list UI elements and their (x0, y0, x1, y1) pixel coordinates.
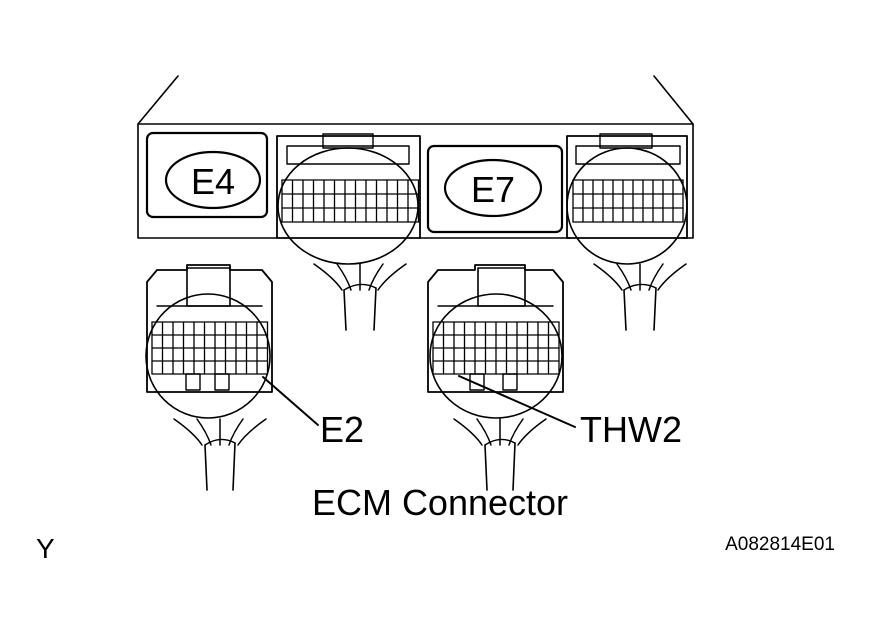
wire-strand (648, 263, 664, 291)
e4-label-plate: E4 (145, 131, 269, 219)
wire-strand (336, 263, 352, 291)
wire-strand (368, 263, 384, 291)
wire-strand (508, 418, 524, 446)
wire-strand (313, 263, 343, 291)
ecm-socket-left (276, 133, 421, 331)
harness-side (232, 442, 236, 491)
connector-label-e7: E7 (471, 169, 515, 210)
key-notch (502, 373, 518, 391)
figure-code: A082814E01 (725, 534, 835, 555)
harness-side (373, 287, 377, 331)
e2-leader-line (262, 376, 319, 426)
wire-strand (476, 418, 492, 446)
wire-harness (453, 418, 547, 491)
wire-harness (313, 263, 407, 331)
harness-side (512, 442, 516, 491)
wire-strand (593, 263, 623, 291)
wire-strand (616, 263, 632, 291)
pin-grid (572, 179, 684, 223)
thw2-leader-line (458, 375, 576, 428)
harness-side (653, 287, 657, 331)
harness-side (623, 289, 627, 331)
pin-grid (151, 321, 269, 375)
wire-harness (593, 263, 687, 331)
plug-lock (477, 267, 526, 307)
plug-body (146, 264, 273, 393)
harness-end (484, 438, 516, 446)
harness-end (204, 438, 236, 446)
socket-latch (575, 145, 681, 165)
wire-strand (196, 418, 212, 446)
connector-outline-loop (429, 293, 563, 419)
socket-latch (286, 145, 410, 165)
ecm-socket-right (566, 133, 688, 331)
wire-strand (657, 263, 687, 291)
pin-grid (432, 321, 560, 375)
harness-side (343, 289, 347, 331)
harness-connector-thw2 (427, 264, 564, 491)
harness-end (623, 283, 657, 291)
connector-outline-loop (566, 147, 688, 265)
harness-connector-e2 (145, 264, 273, 491)
harness-side (204, 444, 208, 491)
wire-strand (517, 418, 547, 446)
ecm-body (137, 75, 694, 239)
wire-harness (173, 418, 267, 491)
wire-strand (237, 418, 267, 446)
terminal-label-thw2: THW2 (580, 409, 682, 450)
corner-letter: Y (36, 533, 55, 564)
connector-label-e4: E4 (191, 161, 235, 202)
diagram-caption: ECM Connector (312, 482, 568, 523)
terminal-label-e2: E2 (320, 409, 364, 450)
socket-frame (276, 135, 421, 239)
plug-body (427, 264, 564, 393)
e7-label-plate: E7 (426, 144, 564, 234)
connector-outline-loop (145, 293, 271, 419)
socket-frame (566, 135, 688, 239)
wire-strand (377, 263, 407, 291)
harness-side (484, 444, 488, 491)
key-notch (214, 373, 230, 391)
key-notch (469, 373, 485, 391)
wire-strand (173, 418, 203, 446)
key-notch (185, 373, 201, 391)
wire-strand (453, 418, 483, 446)
wire-strand (228, 418, 244, 446)
plug-lock (186, 267, 231, 307)
pin-grid (281, 179, 420, 223)
harness-end (343, 283, 377, 291)
